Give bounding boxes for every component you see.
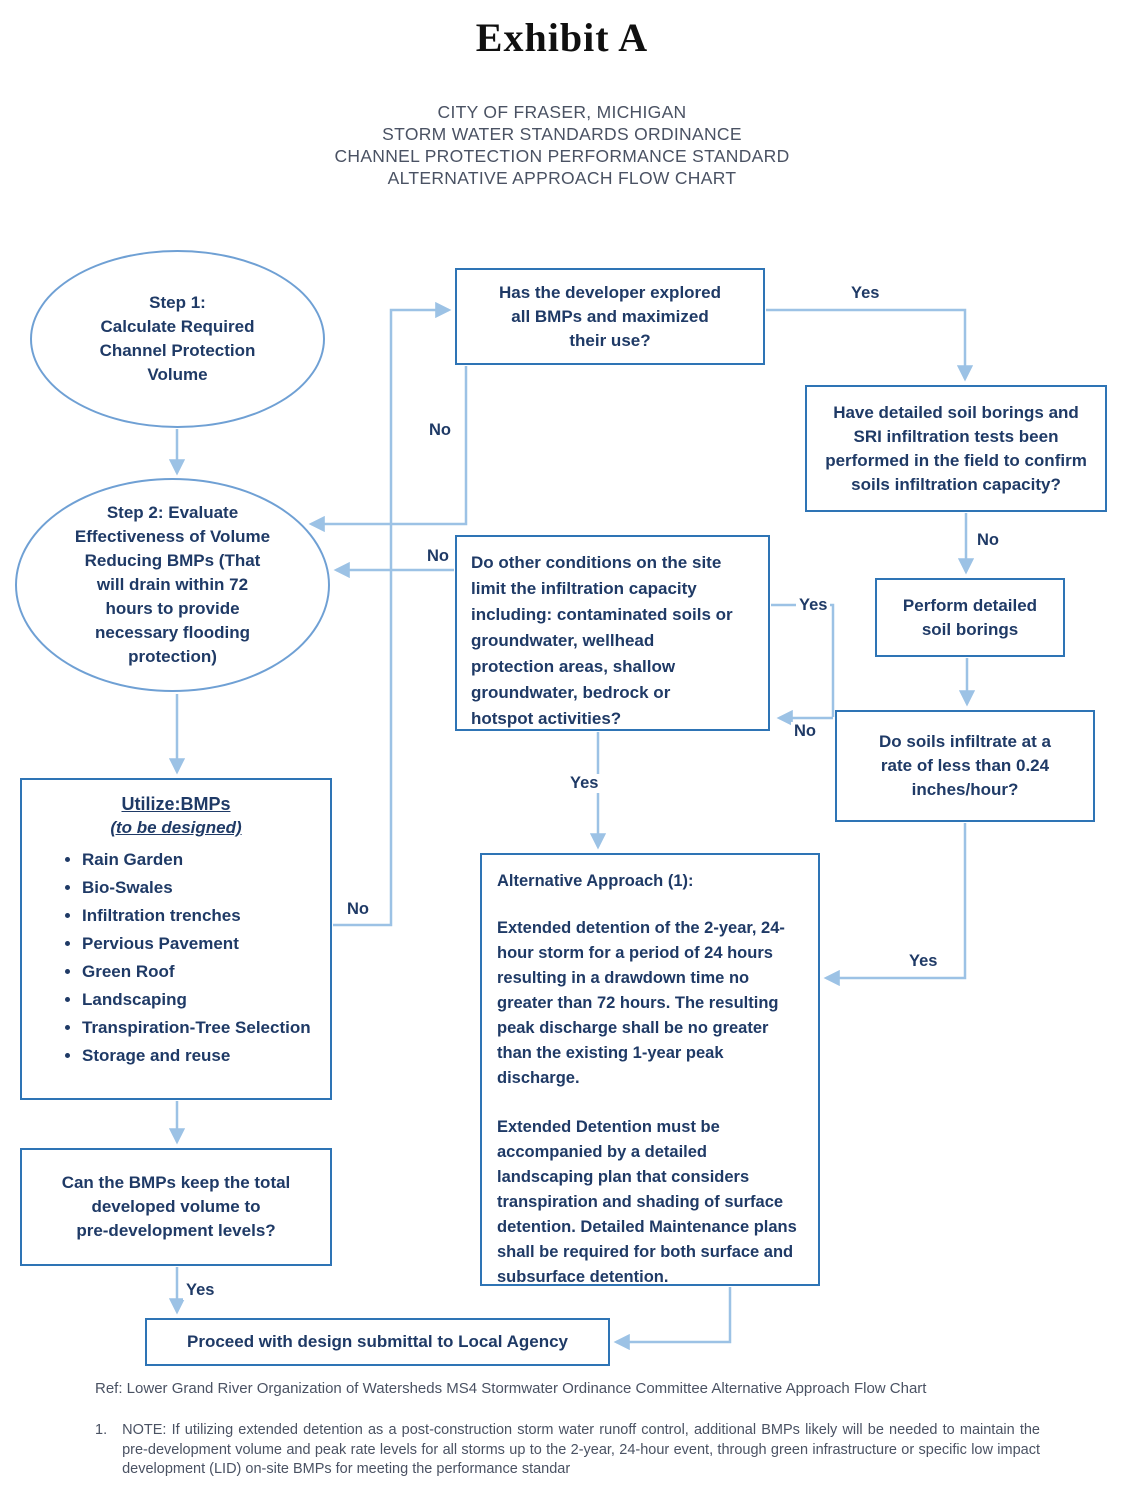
connector-dosoils-yes: [823, 823, 967, 987]
footnote-text: NOTE: If utilizing extended detention as…: [122, 1422, 1040, 1477]
label-no-loop: No: [344, 900, 372, 919]
connector-hasdeveloper-no: [308, 366, 468, 533]
label-no-developer: No: [426, 421, 454, 440]
bmp-list: Rain Garden Bio-Swales Infiltration tren…: [32, 850, 320, 1066]
connector-hasdeveloper-yes: [766, 308, 974, 382]
label-yes-soils: Yes: [906, 952, 941, 971]
bmp-list-item: Landscaping: [82, 990, 320, 1010]
node-step2: Step 2: Evaluate Effectiveness of Volume…: [15, 478, 330, 692]
alternative-paragraph-1: Extended detention of the 2-year, 24-hou…: [497, 919, 785, 1087]
reference-text: Ref: Lower Grand River Organization of W…: [95, 1380, 927, 1397]
connector-loop-no: [333, 301, 452, 927]
label-yes-developer: Yes: [848, 284, 883, 303]
node-proceed-submittal: Proceed with design submittal to Local A…: [145, 1318, 610, 1366]
utilize-subtitle: (to be designed): [110, 818, 242, 837]
node-have-detailed-borings: Have detailed soil borings and SRI infil…: [805, 385, 1107, 512]
document-header: CITY OF FRASER, MICHIGAN STORM WATER STA…: [0, 101, 1124, 189]
connector-alternative-proceed: [613, 1287, 732, 1351]
bmp-list-item: Storage and reuse: [82, 1046, 320, 1066]
label-no-conditions: No: [424, 547, 452, 566]
node-do-soils-infiltrate: Do soils infiltrate at a rate of less th…: [835, 710, 1095, 822]
header-line: STORM WATER STANDARDS ORDINANCE: [382, 124, 742, 144]
bmp-list-item: Infiltration trenches: [82, 906, 320, 926]
bmp-list-item: Rain Garden: [82, 850, 320, 870]
label-yes-conditions-right: Yes: [796, 596, 831, 615]
node-alternative-approach: Alternative Approach (1): Extended deten…: [480, 853, 820, 1286]
label-yes-can: Yes: [183, 1281, 218, 1300]
header-line: CHANNEL PROTECTION PERFORMANCE STANDARD: [334, 146, 790, 166]
node-has-developer: Has the developer explored all BMPs and …: [455, 268, 765, 365]
header-line: CITY OF FRASER, MICHIGAN: [437, 102, 687, 122]
alternative-title: Alternative Approach (1):: [497, 872, 694, 890]
label-no-detailed: No: [974, 531, 1002, 550]
bmp-list-item: Pervious Pavement: [82, 934, 320, 954]
utilize-title: Utilize:BMPs: [121, 794, 231, 814]
node-step1: Step 1: Calculate Required Channel Prote…: [30, 250, 325, 428]
label-yes-conditions-down: Yes: [567, 774, 602, 793]
label-no-soils: No: [791, 722, 819, 741]
footnote: 1. NOTE: If utilizing extended detention…: [95, 1421, 1040, 1480]
header-line: ALTERNATIVE APPROACH FLOW CHART: [387, 168, 737, 188]
bmp-list-item: Bio-Swales: [82, 878, 320, 898]
node-do-other-conditions: Do other conditions on the site limit th…: [455, 535, 770, 731]
node-can-bmps-keep: Can the BMPs keep the total developed vo…: [20, 1148, 332, 1266]
bmp-list-item: Green Roof: [82, 962, 320, 982]
footnote-number: 1.: [95, 1422, 108, 1438]
alternative-paragraph-2: Extended Detention must be accompanied b…: [497, 1118, 797, 1286]
page-title: Exhibit A: [475, 15, 649, 60]
node-utilize-bmps: Utilize:BMPs (to be designed) Rain Garde…: [20, 778, 332, 1100]
connector-doother-yes-elbow: [771, 603, 835, 717]
node-perform-borings: Perform detailed soil borings: [875, 578, 1065, 657]
bmp-list-item: Transpiration-Tree Selection: [82, 1018, 320, 1038]
